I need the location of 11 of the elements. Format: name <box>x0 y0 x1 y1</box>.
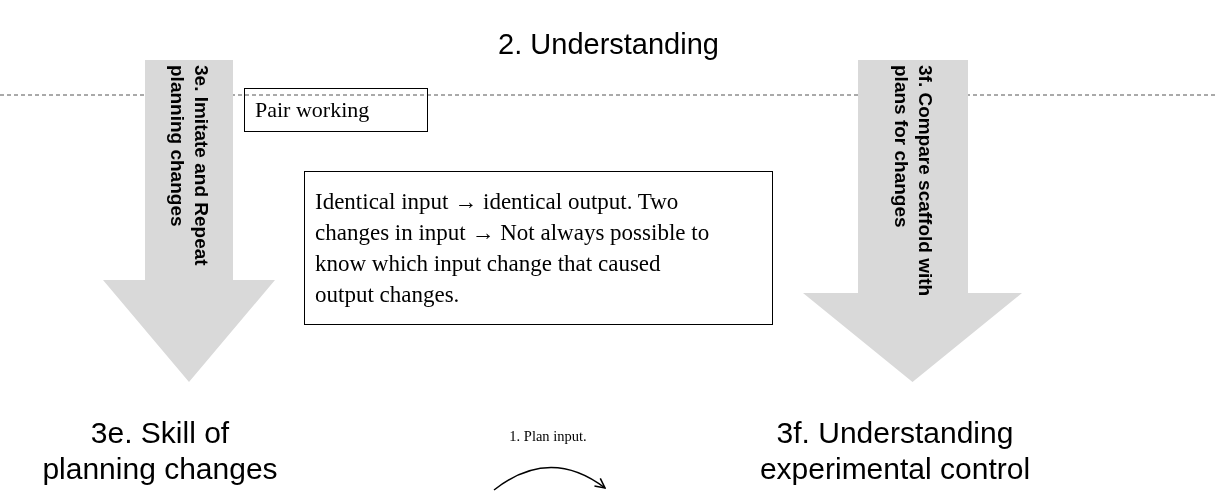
box-text: Pair working <box>255 96 371 124</box>
text-box <box>304 171 773 325</box>
arrow-label: 3e. Imitate and Repeat planning changes <box>166 65 213 268</box>
step-label: 1. Plan input. <box>508 428 588 445</box>
heading-text: 3f. Understanding experimental control <box>758 415 1032 487</box>
heading-text: 3e. Skill of planning changes <box>41 415 279 487</box>
title: 2. Understanding <box>497 28 720 61</box>
text-box <box>244 88 428 132</box>
box-text: Identical input → identical output. Two changes in input → Not always possible to know which input change that caused output changes. <box>315 188 711 309</box>
arrow-label: 3f. Compare scaffold with plans for changes <box>890 65 937 299</box>
block-arrow <box>803 60 1022 382</box>
